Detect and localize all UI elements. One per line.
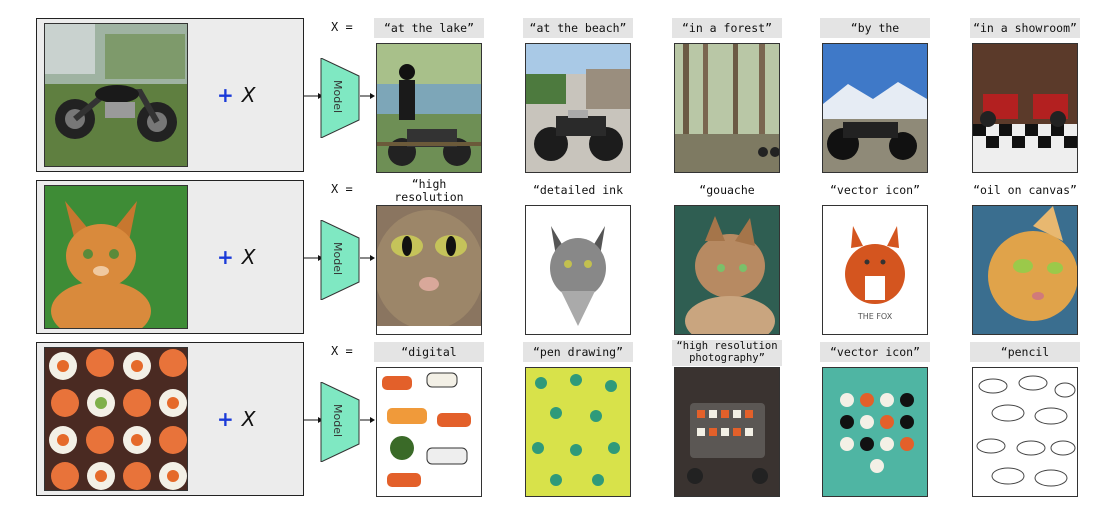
input-panel: +X [36,18,304,172]
plus-x-operator: +X [217,407,255,431]
fox-caption: THE FOX [857,312,893,321]
prompt-caption: “at the beach” [523,18,633,38]
prompt-caption: “high resolution dslr close up” [374,177,484,217]
model-label: Model [331,404,344,438]
output-image-forest [674,43,780,173]
output-image-lake [376,43,482,173]
input-panel: +X [36,342,304,496]
output-image-pen-drawing [525,367,631,497]
plus-sign: + [217,245,234,269]
model-label: Model [331,242,344,276]
arrow-to-outputs [360,255,375,261]
prompt-caption: “gouache painting” [696,183,758,217]
output-image-sushi-icons [822,367,928,497]
model-block: Model [320,382,360,462]
x-variable: X [241,407,256,431]
output-image-oil [972,205,1078,335]
row-sushi: +X X = Model “digital drawing” “pen draw… [0,340,1120,502]
model-label: Model [331,80,344,114]
sushi-input-image [44,347,188,491]
output-image-dslr [376,205,482,335]
plus-sign: + [217,83,234,107]
plus-x-operator: +X [217,245,255,269]
output-image-ink-wash [525,205,631,335]
prompt-caption: “in a forest” [672,18,782,38]
prompt-caption: “pencil outline” [970,342,1080,379]
prompt-caption: “high resolution photography” [672,340,782,366]
x-equals-label: X = [331,344,353,358]
input-panel: +X [36,180,304,334]
x-equals-label: X = [331,182,353,196]
output-image-showroom [972,43,1078,173]
model-block: Model [320,220,360,300]
prompt-line: photography” [689,352,765,364]
prompt-caption: “vector icon” [829,183,920,197]
prompt-line: “high resolution [394,177,464,204]
row-cat: +X X = Model “high resolution dslr close… [0,177,1120,340]
output-image-mountains [822,43,928,173]
x-variable: X [241,245,256,269]
output-image-fox-icon: THE FOX [822,205,928,335]
prompt-caption: “vector icon” [820,342,930,362]
output-image-pencil-outline [972,367,1078,497]
prompt-caption: “digital drawing” [374,342,484,379]
arrow-to-outputs [360,417,375,423]
x-variable: X [241,83,256,107]
plus-sign: + [217,407,234,431]
output-image-gouache [674,205,780,335]
prompt-caption: “at the lake” [374,18,484,38]
output-image-digital-drawing [376,367,482,497]
prompt-caption: “in a showroom” [970,18,1080,38]
prompt-line: “high resolution [676,340,778,352]
output-image-photography [674,367,780,497]
prompt-caption: “detailed ink wash” [532,183,623,217]
x-equals-label: X = [331,20,353,34]
prompt-caption: “by the mountains” [820,18,930,55]
motorcycle-input-image [44,23,188,167]
prompt-caption: “oil on canvas” [973,183,1077,197]
cat-input-image [44,185,188,329]
model-block: Model [320,58,360,138]
plus-x-operator: +X [217,83,255,107]
output-image-beach [525,43,631,173]
prompt-caption: “pen drawing” [523,342,633,362]
row-motorcycle: +X X = Model “at the lake” “at the beach… [0,18,1120,178]
arrow-to-outputs [360,93,375,99]
